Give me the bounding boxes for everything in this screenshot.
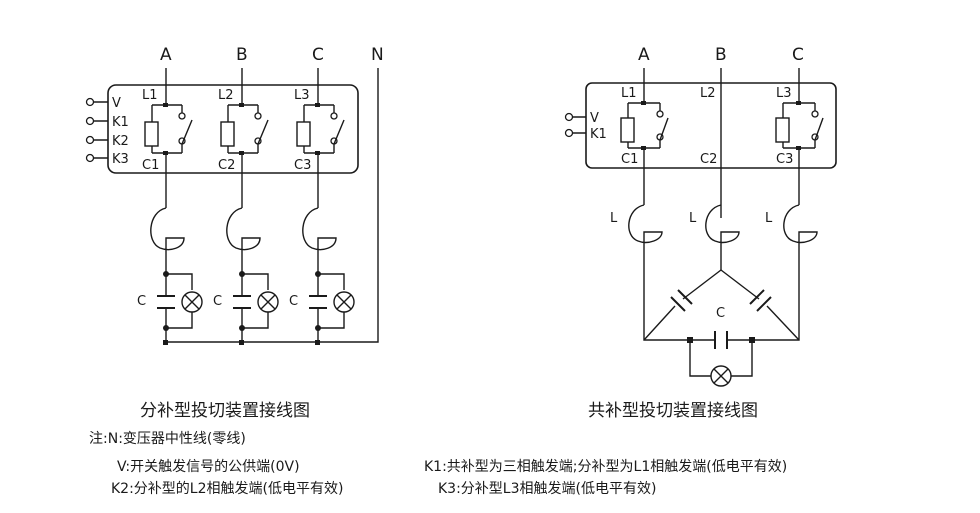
capacitor-icon [749, 289, 772, 312]
phase-a-module: L1 C1 [620, 68, 669, 167]
lamp-icon [710, 365, 732, 387]
cap-label-c: C [289, 294, 298, 309]
reactor-icon [150, 207, 185, 274]
phase-label-c: C [792, 45, 804, 65]
label-c3: C3 [294, 158, 311, 173]
terminal-k1-label: K1 [112, 115, 129, 130]
capacitor-icon [714, 331, 728, 349]
reactor-icon [628, 204, 663, 270]
label-l2: L2 [218, 88, 234, 103]
label-l1: L1 [621, 86, 637, 101]
delta-capacitor-bank: C [643, 269, 800, 387]
terminal-k2-label: K2 [112, 134, 129, 149]
branch-c: C [289, 155, 355, 345]
phase-label-c: C [312, 45, 324, 65]
capacitor-icon [670, 289, 693, 312]
phase-a-module: L1 C1 [142, 68, 193, 173]
control-terminals: V K1 [564, 111, 607, 142]
label-c1: C1 [142, 158, 159, 173]
branch-a: C [137, 155, 203, 345]
contact-icon [330, 112, 338, 120]
terminal-v[interactable] [564, 112, 574, 122]
branch-b: C [213, 155, 279, 345]
reactor-icon [226, 207, 261, 274]
cap-label: C [716, 306, 725, 321]
phase-label-b: B [715, 45, 727, 65]
contact-icon [254, 112, 262, 120]
terminal-k3[interactable] [85, 153, 95, 163]
relay-coil-icon [620, 117, 635, 143]
terminal-k2[interactable] [85, 135, 95, 145]
relay-coil-icon [144, 121, 159, 147]
note-k1: K1:共补型为三相触发端;分补型为L1相触发端(低电平有效) [424, 459, 788, 475]
note-k3: K3:分补型L3相触发端(低电平有效) [438, 481, 657, 497]
switching-device-box [107, 84, 359, 174]
label-l1: L1 [142, 88, 158, 103]
terminal-k1[interactable] [85, 116, 95, 126]
control-terminals: V K1 K2 K3 [85, 96, 129, 167]
phase-b-module: L2 C2 [218, 68, 269, 173]
label-l3: L3 [776, 86, 792, 101]
common-compensation-diagram: A B C V K1 L1 C1 L2 C2 [564, 45, 837, 387]
neutral-wire [166, 68, 379, 343]
neutral-label-n: N [371, 45, 384, 65]
terminal-v[interactable] [85, 97, 95, 107]
phase-label-a: A [638, 45, 650, 65]
cap-label-b: C [213, 294, 222, 309]
cap-label-a: C [137, 294, 146, 309]
capacitor-icon [157, 295, 175, 309]
label-l3: L3 [294, 88, 310, 103]
contact-icon [656, 110, 664, 118]
inductor-label-a: L [610, 211, 618, 226]
relay-coil-icon [775, 117, 790, 143]
relay-coil-icon [296, 121, 311, 147]
phase-b-passthrough: L2 C2 [700, 68, 722, 218]
note-k2: K2:分补型的L2相触发端(低电平有效) [111, 481, 344, 497]
contact-icon [178, 112, 186, 120]
phase-label-a: A [160, 45, 172, 65]
phase-c-module: L3 C3 [294, 68, 345, 173]
label-c3: C3 [776, 152, 793, 167]
terminal-v-label: V [112, 96, 121, 111]
phase-c-module: L3 C3 [775, 68, 824, 167]
separate-compensation-diagram: A B C N V K1 K2 K3 L1 C [85, 45, 384, 345]
terminal-v-label: V [590, 111, 599, 126]
contact-icon [811, 110, 819, 118]
reactor-icon [783, 204, 818, 270]
reactor-icon [302, 207, 337, 274]
note-neutral: 注:N:变压器中性线(零线) [89, 431, 246, 447]
inductor-label-c: L [765, 211, 773, 226]
relay-coil-icon [220, 121, 235, 147]
phase-label-b: B [236, 45, 248, 65]
reactor-icon [705, 204, 740, 270]
left-caption: 分补型投切装置接线图 [140, 401, 310, 421]
label-l2: L2 [700, 86, 716, 101]
label-c1: C1 [621, 152, 638, 167]
right-caption: 共补型投切装置接线图 [588, 401, 758, 421]
terminal-k1[interactable] [564, 128, 574, 138]
switching-device-box [585, 82, 837, 169]
note-v: V:开关触发信号的公供端(0V) [117, 459, 300, 475]
capacitor-icon [233, 295, 251, 309]
terminal-k1-label: K1 [590, 127, 607, 142]
terminal-k3-label: K3 [112, 152, 129, 167]
label-c2: C2 [218, 158, 235, 173]
capacitor-icon [309, 295, 327, 309]
inductor-label-b: L [689, 211, 697, 226]
label-c2: C2 [700, 152, 717, 167]
